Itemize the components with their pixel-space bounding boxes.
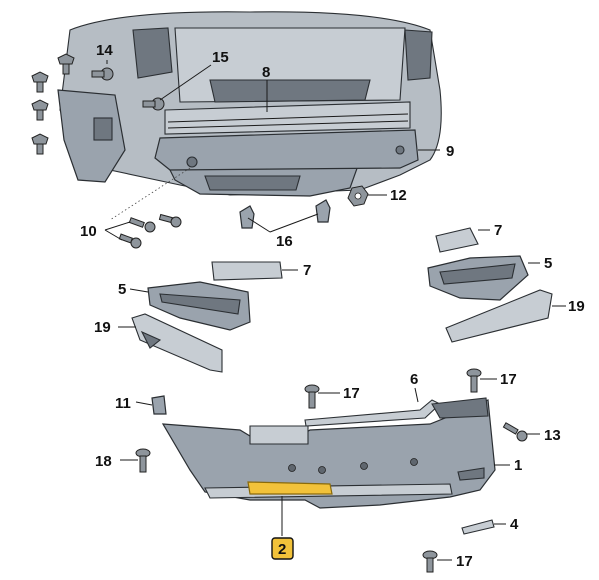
callout-10: 10 xyxy=(80,223,97,240)
callout-4: 4 xyxy=(510,516,519,533)
callout-5-left: 5 xyxy=(118,281,126,298)
bolt-icon xyxy=(31,71,49,93)
part-9-carrier xyxy=(154,129,419,171)
callout-11: 11 xyxy=(115,395,131,412)
vehicle-rear-body xyxy=(57,11,442,197)
part-18-screw xyxy=(135,448,151,473)
part-6-trim-strip xyxy=(304,399,441,427)
screw-15 xyxy=(142,97,165,111)
screw-14 xyxy=(91,67,114,81)
callout-7-right: 7 xyxy=(494,222,502,239)
callout-6: 6 xyxy=(410,371,418,388)
callout-12: 12 xyxy=(390,187,407,204)
callout-5-right: 5 xyxy=(544,255,552,272)
left-bolts xyxy=(31,53,165,155)
callout-labels: 14 15 8 9 12 10 16 7 7 5 5 19 19 6 11 17… xyxy=(80,42,585,570)
callout-16: 16 xyxy=(276,233,293,250)
part-8-impact-bar xyxy=(164,101,411,135)
part-11-clip xyxy=(151,395,167,415)
callout-17-a: 17 xyxy=(343,385,360,402)
part-2-reflector-highlighted xyxy=(247,481,333,495)
callout-17-c: 17 xyxy=(456,553,473,570)
bolt-icon xyxy=(31,133,49,155)
part-7-cap-right xyxy=(435,227,479,253)
part-10-screws xyxy=(118,213,182,249)
part-12-nut xyxy=(347,185,369,207)
callout-17-b: 17 xyxy=(500,371,517,388)
leader-lines xyxy=(104,60,566,561)
callout-8: 8 xyxy=(262,64,270,81)
part-7-cap-left xyxy=(211,261,283,281)
callout-19-left: 19 xyxy=(94,319,111,336)
callout-18: 18 xyxy=(95,453,112,470)
callout-2: 2 xyxy=(278,541,286,558)
part-17-screw-b xyxy=(466,368,482,393)
bolt-icon xyxy=(57,53,75,75)
part-4-bracket xyxy=(461,519,495,535)
part-19-bracket-left xyxy=(131,313,223,373)
bolt-icon xyxy=(31,99,49,121)
callout-13: 13 xyxy=(544,427,561,444)
callout-9: 9 xyxy=(446,143,454,160)
part-13-screw xyxy=(502,422,528,442)
callout-15: 15 xyxy=(212,49,229,66)
callout-14: 14 xyxy=(96,42,113,59)
part-17-screw-a xyxy=(304,384,320,409)
part-5-guide-left xyxy=(147,281,251,331)
part-19-bracket-right xyxy=(445,289,553,343)
callout-7-left: 7 xyxy=(303,262,311,279)
callout-1: 1 xyxy=(514,457,522,474)
part-5-guide-right xyxy=(427,255,529,301)
callout-2-badge: 2 xyxy=(271,537,294,560)
part-17-screw-c xyxy=(422,550,438,573)
part-16-clips xyxy=(239,199,331,229)
callout-19-right: 19 xyxy=(568,298,585,315)
